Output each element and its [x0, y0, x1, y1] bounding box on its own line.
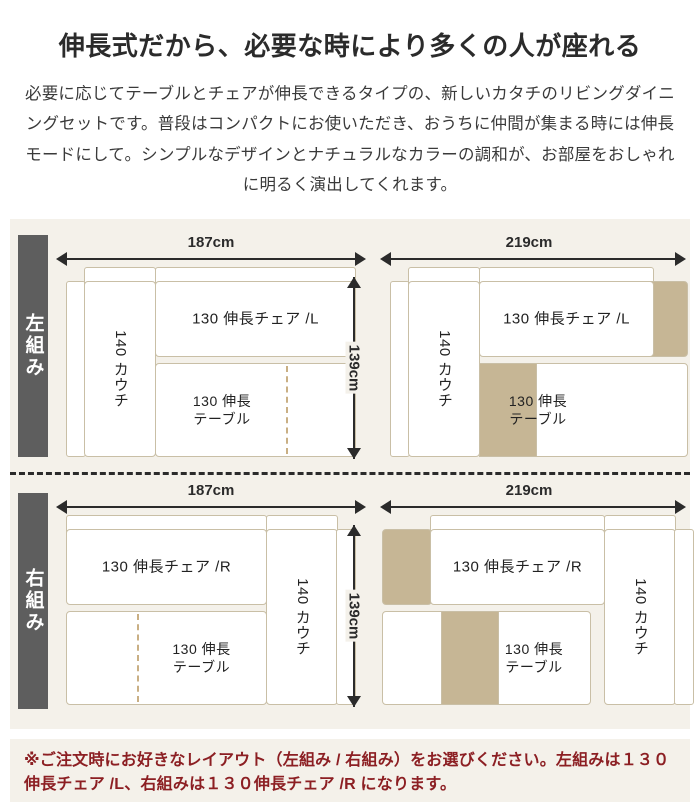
- couch-armrest: [674, 528, 694, 705]
- table-label-line2: テーブル: [172, 658, 231, 675]
- table-label: 130 伸長 テーブル: [476, 639, 592, 675]
- width-dimension-187: 187cm: [56, 482, 366, 514]
- couch-label: 140 カウチ: [293, 577, 311, 656]
- diagram-bottom-right: 219cm 139cm: [345, 475, 694, 729]
- height-dimension-label: 139cm: [345, 341, 363, 394]
- footer-note-text: ※ご注文時にお好きなレイアウト（左組み / 右組み）をお選びください。左組みは１…: [24, 751, 670, 794]
- height-dimension-label: 139cm: [345, 589, 363, 642]
- arrow-left-icon: [380, 251, 391, 266]
- table-label-line2: テーブル: [509, 410, 567, 427]
- footer-note-section: ※ご注文時にお好きなレイアウト（左組み / 右組み）をお選びください。左組みは１…: [10, 738, 690, 802]
- couch-seat: 140 カウチ: [266, 528, 338, 705]
- arrow-right-icon: [355, 251, 366, 266]
- chair-seat: 130 伸長チェア /R: [66, 528, 267, 605]
- width-dimension-219: 219cm: [368, 234, 690, 266]
- width-dimension-219: 219cm: [368, 482, 690, 514]
- page-description: 必要に応じてテーブルとチェアが伸長できるタイプの、新しいカタチのリビングダイニン…: [25, 84, 675, 195]
- chair-seat: 130 伸長チェア /L: [479, 280, 654, 357]
- chair-seat: 130 伸長チェア /L: [155, 280, 356, 357]
- chair-label: 130 伸長チェア /L: [503, 309, 630, 327]
- height-dimension-139-bottom: 139cm: [340, 524, 368, 707]
- table-label: 130 伸長 テーブル: [480, 391, 596, 427]
- furniture-group: 140 カウチ 130 伸長チェア /L 130 伸長 テーブル: [380, 266, 690, 457]
- couch-label: 140 カウチ: [435, 329, 453, 408]
- page-title: 伸長式だから、必要な時により多くの人が座れる: [58, 31, 642, 61]
- diagram-top-right: 219cm 139cm 140 カウチ: [345, 219, 690, 472]
- table-label-line1: 130 伸長: [192, 392, 252, 409]
- width-dimension-label: 187cm: [187, 481, 235, 499]
- table-label: 130 伸長 テーブル: [156, 391, 288, 427]
- couch-armrest: [390, 280, 410, 457]
- row-tab-left-assembly: 左組み: [18, 234, 48, 457]
- dimension-bar: [390, 505, 676, 508]
- header-section: 伸長式だから、必要な時により多くの人が座れる 必要に応じてテーブルとチェアが伸長…: [0, 0, 700, 201]
- table-label: 130 伸長 テーブル: [135, 639, 268, 675]
- diagram-row-left-assembly: 左組み 187cm 140 カウチ: [10, 219, 690, 472]
- row-tab-label: 左組み: [22, 312, 44, 379]
- table-block: 130 伸長 テーブル: [155, 362, 356, 457]
- dimension-bar: [66, 505, 356, 508]
- arrow-right-icon: [675, 251, 686, 266]
- furniture-group: 130 伸長チェア /R 130 伸長 テーブル 140 カウチ: [380, 514, 694, 705]
- furniture-group: 130 伸長チェア /R 130 伸長 テーブル 140 カウチ: [56, 514, 366, 705]
- width-dimension-label: 187cm: [187, 233, 235, 251]
- arrow-right-icon: [675, 499, 686, 514]
- table-label-line2: テーブル: [505, 658, 563, 675]
- table-block: 130 伸長 テーブル: [382, 610, 592, 705]
- table-extension-dashed-line: [286, 365, 288, 454]
- width-dimension-label: 219cm: [505, 481, 553, 499]
- chair-extension-block: [382, 528, 432, 605]
- table-label-line1: 130 伸長: [504, 640, 564, 657]
- arrow-down-icon: [347, 447, 361, 459]
- chair-label: 130 伸長チェア /L: [192, 309, 319, 327]
- table-extension-dashed-line: [137, 613, 139, 702]
- arrow-left-icon: [380, 499, 391, 514]
- table-block: 130 伸長 テーブル: [66, 610, 268, 705]
- arrow-up-icon: [347, 276, 361, 288]
- arrow-left-icon: [56, 251, 67, 266]
- chair-label: 130 伸長チェア /R: [452, 557, 583, 575]
- row-tab-label: 右組み: [22, 567, 44, 634]
- table-label-line2: テーブル: [193, 410, 251, 427]
- couch-seat: 140 カウチ: [84, 280, 156, 457]
- table-label-line1: 130 伸長: [508, 392, 568, 409]
- height-dimension-139-top: 139cm: [340, 276, 368, 459]
- table-extension-block: [479, 362, 537, 457]
- diagram-bottom-left: 187cm 130 伸長チェア /R: [56, 475, 366, 729]
- table-block: 130 伸長 テーブル: [479, 362, 688, 457]
- diagram-row-right-assembly: 右組み 187cm 130 伸長チェア /R: [10, 475, 694, 729]
- diagram-top-left: 187cm 140 カウチ: [56, 219, 366, 472]
- arrow-down-icon: [347, 695, 361, 707]
- layout-diagram-panel: 左組み 187cm 140 カウチ: [10, 218, 694, 729]
- couch-label: 140 カウチ: [111, 329, 129, 408]
- table-label-line1: 130 伸長: [172, 640, 231, 657]
- couch-armrest: [66, 280, 86, 457]
- couch-label: 140 カウチ: [631, 577, 649, 656]
- table-extension-block: [441, 610, 499, 705]
- arrow-up-icon: [347, 524, 361, 536]
- chair-label: 130 伸長チェア /R: [101, 557, 232, 575]
- arrow-left-icon: [56, 499, 67, 514]
- couch-seat: 140 カウチ: [604, 528, 676, 705]
- chair-seat: 130 伸長チェア /R: [430, 528, 605, 605]
- width-dimension-187: 187cm: [56, 234, 366, 266]
- couch-seat: 140 カウチ: [408, 280, 480, 457]
- row-divider: [10, 471, 690, 475]
- row-tab-right-assembly: 右組み: [18, 492, 48, 709]
- dimension-bar: [390, 257, 676, 260]
- width-dimension-label: 219cm: [505, 233, 553, 251]
- arrow-right-icon: [355, 499, 366, 514]
- dimension-bar: [66, 257, 356, 260]
- furniture-group: 140 カウチ 130 伸長チェア /L 130 伸長 テーブル: [56, 266, 366, 457]
